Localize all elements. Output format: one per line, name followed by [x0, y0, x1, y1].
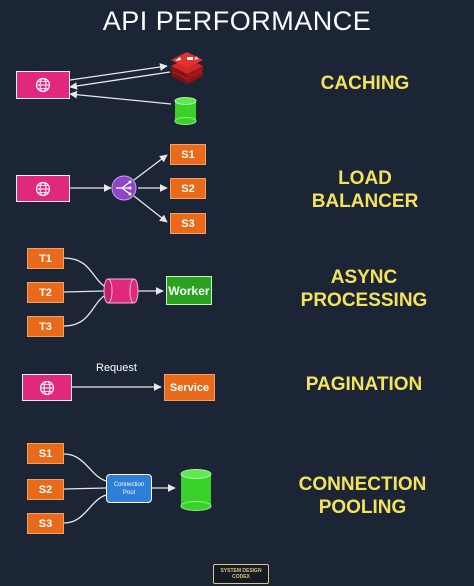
- s3-to-pool-line: [63, 494, 107, 524]
- load-balancer-diagram: [70, 154, 168, 223]
- async-diagram: [63, 257, 164, 327]
- pooling-label: CONNECTION POOLING: [280, 473, 445, 519]
- pooling-diagram: [63, 453, 212, 524]
- queue-icon: [103, 278, 139, 304]
- request-label: Request: [96, 362, 137, 374]
- lb-server-s1: S1: [170, 144, 206, 165]
- database-icon: [174, 97, 197, 125]
- async-task-t3: T3: [27, 316, 64, 337]
- t1-to-queue-line: [63, 257, 105, 287]
- worker-box: Worker: [166, 276, 212, 305]
- t2-to-queue-line: [63, 290, 105, 293]
- lb-to-s1-arrow: [133, 154, 168, 181]
- globe-icon: [39, 380, 55, 395]
- globe-icon: [35, 77, 51, 93]
- lb-server-s2: S2: [170, 178, 206, 199]
- s1-to-pool-line: [63, 453, 107, 482]
- s2-to-pool-line: [63, 487, 107, 490]
- page-title: API PERFORMANCE: [102, 6, 372, 36]
- pooling-label-line2: POOLING: [318, 497, 407, 518]
- lb-server-s3: S3: [170, 213, 206, 234]
- caching-diagram: [69, 52, 203, 125]
- async-label: ASYNC PROCESSING: [284, 266, 444, 312]
- caching-client-box: [16, 71, 70, 99]
- async-task-t2: T2: [27, 282, 64, 303]
- t3-to-queue-line: [63, 295, 105, 327]
- cache-response-arrow: [69, 71, 171, 90]
- pooling-label-line1: CONNECTION: [298, 474, 427, 495]
- lb-to-s3-arrow: [133, 195, 168, 223]
- pagination-label: PAGINATION: [284, 373, 444, 396]
- load-balancer-label: LOAD BALANCER: [290, 167, 440, 213]
- footer-line1: SYSTEM DESIGN: [220, 568, 262, 574]
- pool-database-icon: [180, 469, 212, 511]
- db-response-arrow: [69, 90, 172, 105]
- system-design-codex-logo: SYSTEM DESIGN CODEX: [213, 564, 269, 584]
- load-balancer-label-line2: BALANCER: [311, 191, 419, 212]
- redis-icon: [171, 52, 203, 84]
- load-balancer-label-line1: LOAD: [338, 168, 392, 189]
- cache-request-arrow: [69, 63, 168, 81]
- pagination-label-line1: PAGINATION: [305, 374, 423, 395]
- caching-label-line1: CACHING: [320, 73, 410, 94]
- service-box: Service: [164, 374, 215, 401]
- pool-server-s1: S1: [27, 443, 64, 464]
- async-label-line2: PROCESSING: [300, 290, 428, 311]
- globe-icon: [35, 181, 51, 196]
- async-task-t1: T1: [27, 248, 64, 269]
- load-balancer-icon: [111, 175, 137, 201]
- pagination-client-box: [22, 374, 72, 401]
- footer-line2: CODEX: [232, 574, 250, 580]
- pool-server-s2: S2: [27, 479, 64, 500]
- connection-pool-box: Connection Pool: [106, 474, 152, 503]
- lb-client-box: [16, 175, 70, 202]
- async-label-line1: ASYNC: [330, 267, 398, 288]
- pool-server-s3: S3: [27, 513, 64, 534]
- caching-label: CACHING: [290, 72, 440, 95]
